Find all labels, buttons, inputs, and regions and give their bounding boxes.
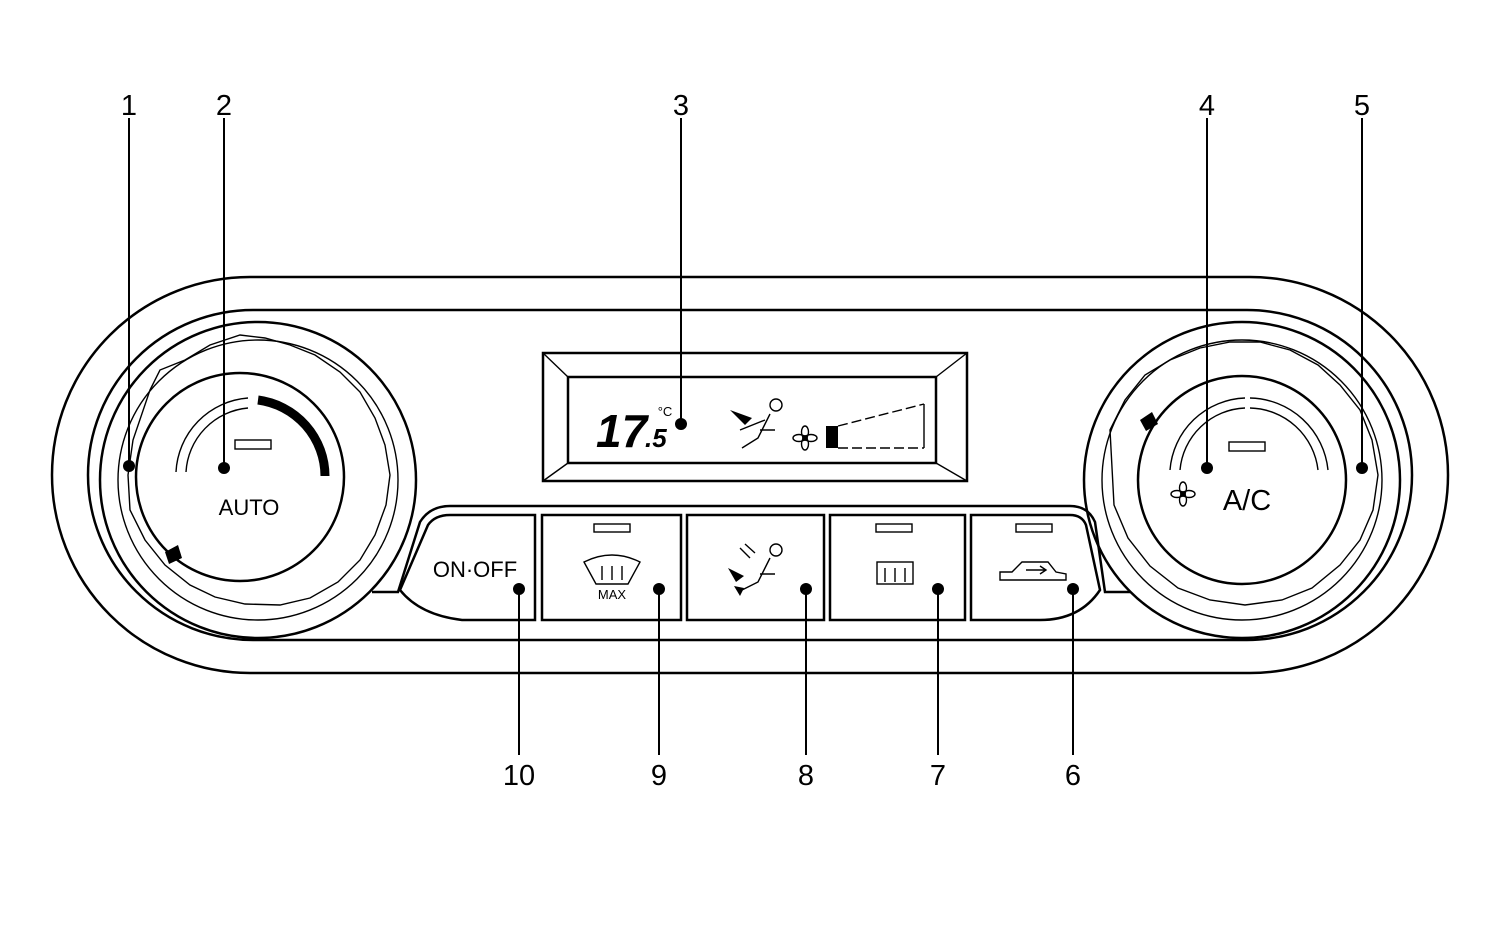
button-strip <box>372 504 1130 622</box>
callout-8: 8 <box>798 760 814 792</box>
lcd-display: 17 .5 °C <box>541 351 969 483</box>
max-label: MAX <box>598 587 627 602</box>
indicator-light <box>1015 523 1053 533</box>
callout-7: 7 <box>930 760 946 792</box>
temperature-unit: °C <box>658 404 673 419</box>
airflow-mode-icon <box>728 543 783 596</box>
fan-icon <box>792 425 818 451</box>
face-vent-icon <box>730 398 783 449</box>
callout-3: 3 <box>673 90 689 122</box>
fan-level-bar <box>826 403 925 449</box>
indicator-light <box>593 523 631 533</box>
recirculation-icon <box>999 561 1067 581</box>
fan-speed-dial[interactable]: A/C <box>1082 320 1402 640</box>
callout-1: 1 <box>121 90 137 122</box>
on-off-label: ON·OFF <box>433 557 517 582</box>
fan-icon <box>1170 481 1196 507</box>
auto-label: AUTO <box>219 495 280 520</box>
callout-6: 6 <box>1065 760 1081 792</box>
callout-5: 5 <box>1354 90 1370 122</box>
recirculation-button[interactable] <box>999 523 1067 581</box>
housing-inner <box>86 308 1414 642</box>
callout-2: 2 <box>216 90 232 122</box>
on-off-button[interactable]: ON·OFF <box>433 557 517 582</box>
rear-defrost-icon <box>876 561 914 585</box>
temperature-decimal: .5 <box>645 423 667 453</box>
windshield-defrost-icon <box>583 554 641 585</box>
callouts: 1 2 3 4 5 6 7 8 9 10 <box>121 90 1370 792</box>
callout-9: 9 <box>651 760 667 792</box>
ac-label: A/C <box>1223 485 1271 517</box>
housing-outer <box>50 275 1450 675</box>
temperature-dial[interactable]: AUTO <box>98 320 418 640</box>
dial-marker-icon <box>165 545 182 564</box>
airflow-mode-button[interactable] <box>728 543 783 596</box>
callout-4: 4 <box>1199 90 1215 122</box>
temperature-main: 17 <box>596 405 650 457</box>
max-defrost-button[interactable]: MAX <box>583 523 641 602</box>
indicator-light <box>875 523 913 533</box>
dial-marker-icon <box>1140 412 1158 431</box>
callout-10: 10 <box>503 760 535 792</box>
rear-defrost-button[interactable] <box>875 523 914 585</box>
